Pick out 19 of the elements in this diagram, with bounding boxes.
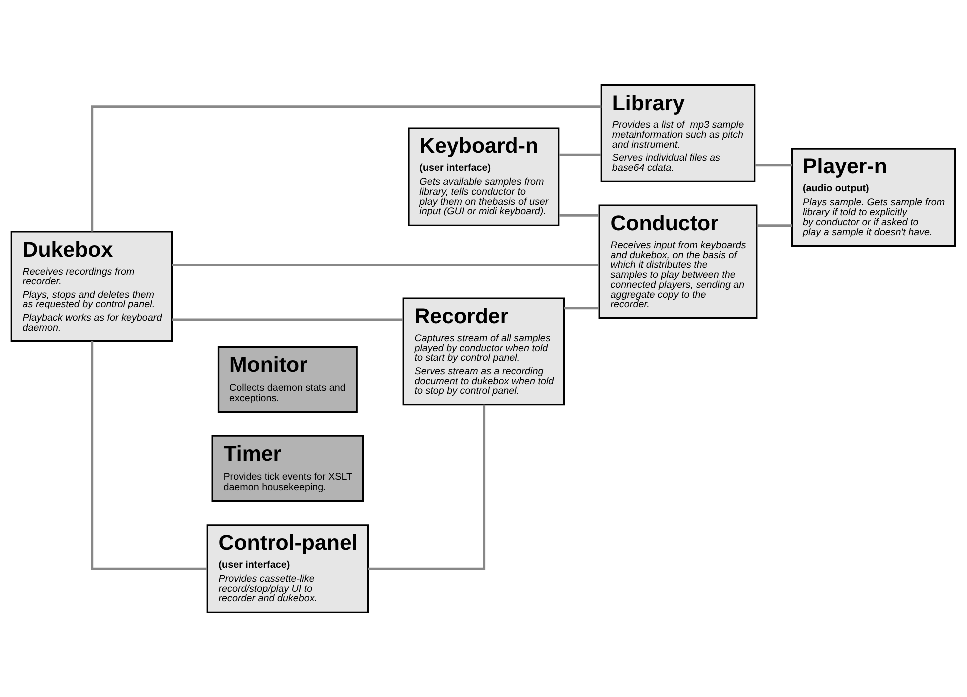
- connector: [368, 404, 486, 570]
- connector: [91, 105, 602, 232]
- node-box: Keyboard-n (user interface) Gets available samples from library, tells conductor to play them on thebasis of user input (GUI or midi keyboard).: [408, 127, 560, 226]
- node-box: Recorder Captures stream of all samples played by conductor when told to start by control panel. Serves stream as a recording document to dukebox when told to stop by control panel.: [402, 297, 566, 406]
- connector: [559, 214, 600, 216]
- connector: [559, 153, 602, 156]
- node-box: Timer Provides tick events for XSLT daemon housekeeping.: [212, 434, 364, 502]
- node-box: Player-n (audio output) Plays sample. Gets sample from library if told to explicitly by conductor or if asked to play a sample it doesn't have.: [791, 148, 956, 247]
- connector: [172, 318, 404, 321]
- node-box: Dukebox Receives recordings from recorder. Plays, stops and deletes them as requested by control panel. Playback works as for keyboard daemon.: [10, 230, 174, 342]
- connector: [564, 306, 600, 310]
- connector: [91, 340, 208, 570]
- node-box: Conductor Receives input from keyboards and dukebox, on the basis of which it distributes the samples to play between the connected players, sending an aggregate copy to the recorder.: [598, 204, 758, 319]
- node-box: Library Provides a list of mp3 sample metainformation such as pitch and instrument. Serves individual files as base64 cdata.: [600, 84, 756, 182]
- connector: [756, 224, 792, 227]
- node-box: Control-panel (user interface) Provides cassette-like record/stop/play UI to recorder and dukebox.: [206, 524, 370, 614]
- connector: [172, 263, 600, 266]
- connector: [754, 164, 792, 166]
- node-box: Monitor Collects daemon stats and exceptions.: [218, 346, 358, 413]
